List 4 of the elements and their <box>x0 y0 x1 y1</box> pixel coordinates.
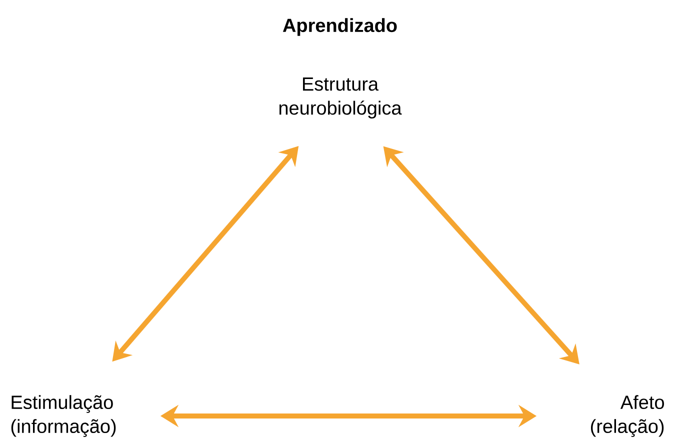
title: Aprendizado <box>282 18 397 36</box>
node-label: Afeto (relação) <box>591 395 664 437</box>
node-label: Estrutura neurobiológica <box>279 78 402 118</box>
node-label: Estimulação (informação) <box>11 395 116 437</box>
